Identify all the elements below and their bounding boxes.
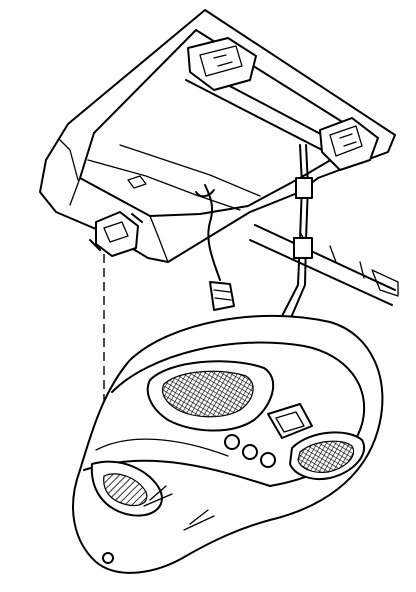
- frame-clip-right: [319, 117, 379, 171]
- control-buttons: [224, 434, 276, 468]
- headliner-frame: [39, 9, 396, 263]
- control-switch: [267, 403, 313, 439]
- harness-connector: [209, 281, 235, 311]
- mounting-bracket-left: [89, 211, 143, 257]
- console-screw: [102, 552, 114, 564]
- roof-rail: [249, 224, 399, 306]
- storage-compartment: [90, 460, 163, 517]
- frame-clip-left: [187, 37, 257, 91]
- overhead-console: [72, 314, 384, 574]
- map-lamp-lens-left: [146, 360, 274, 432]
- map-lamp-lens-right: [289, 431, 365, 480]
